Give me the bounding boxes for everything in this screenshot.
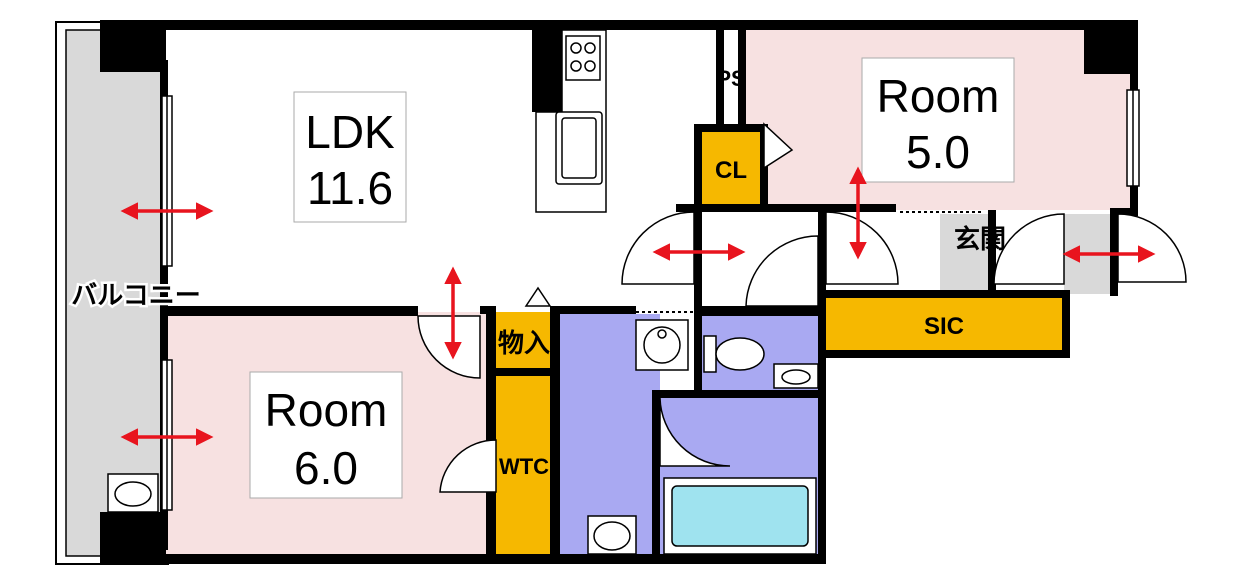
room-sw-size: 6.0 (294, 442, 358, 494)
cooktop-icon (565, 35, 601, 81)
room-ne-size: 5.0 (906, 126, 970, 178)
wtc-storage (496, 376, 552, 556)
cl-label: CL (715, 157, 747, 184)
genkan-floor (940, 214, 994, 294)
washing-machine-icon (635, 319, 689, 371)
toilet-icon (703, 335, 765, 373)
room-ne-name: Room (877, 70, 1000, 122)
ldk-name: LDK (305, 106, 395, 158)
monoire-label: 物入 (498, 329, 550, 359)
ps-label: PS (716, 66, 745, 91)
cl-storage (700, 130, 762, 206)
ldk-size: 11.6 (307, 162, 393, 214)
double-headed-arrow-icon (120, 166, 1156, 446)
balcony (55, 21, 169, 565)
sic-label: SIC (924, 313, 964, 340)
balcony-label: バルコニー (71, 281, 200, 311)
sink-icon (107, 363, 819, 555)
genkan-label: 玄関 (954, 224, 1006, 255)
wtc-label: WTC (499, 454, 549, 479)
sic-storage (826, 298, 1062, 350)
room-sw-name: Room (265, 384, 388, 436)
kitchen-counter (535, 29, 607, 213)
bathtub-icon (663, 477, 817, 555)
monoire-storage (496, 312, 552, 370)
